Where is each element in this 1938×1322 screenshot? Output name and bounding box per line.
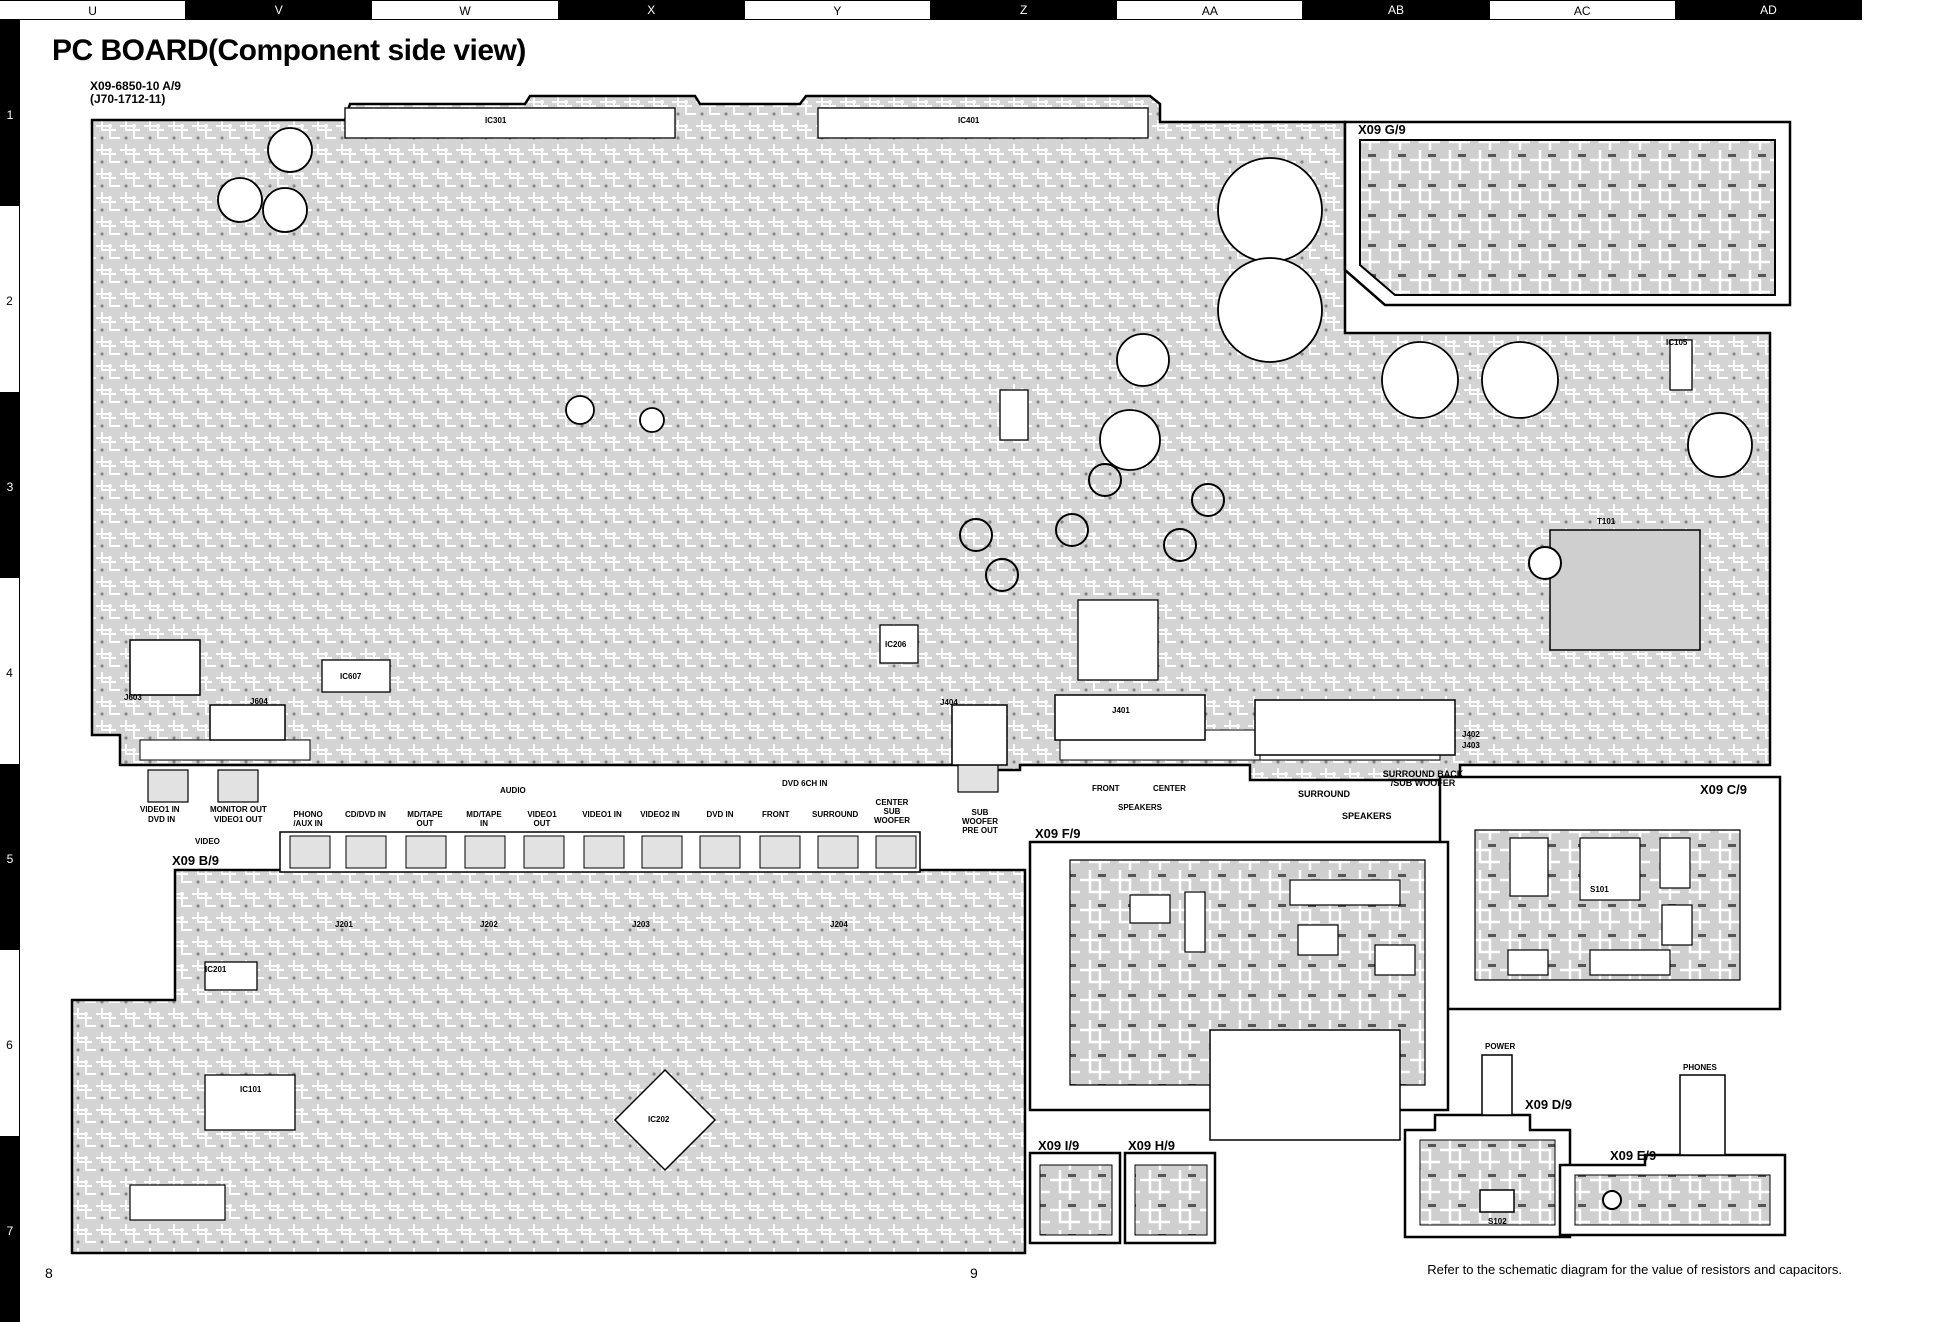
ic202-label: IC202 bbox=[648, 1115, 670, 1124]
grid-col: Y bbox=[744, 0, 932, 20]
grid-row: 1 bbox=[0, 20, 20, 206]
label-cd-dvd-in: CD/DVD IN bbox=[345, 810, 386, 819]
grid-col: V bbox=[186, 0, 373, 20]
board-label-g9: X09 G/9 bbox=[1358, 122, 1406, 137]
board-label-c9: X09 C/9 bbox=[1700, 782, 1747, 797]
label-video1-out: VIDEO1 OUT bbox=[214, 815, 263, 824]
board-label-d9: X09 D/9 bbox=[1525, 1097, 1572, 1112]
j402-label: J402 bbox=[1462, 730, 1480, 739]
ic607-label: IC607 bbox=[340, 672, 362, 681]
t101-label: T101 bbox=[1597, 517, 1616, 526]
label-phones: PHONES bbox=[1683, 1063, 1717, 1072]
ic206-label: IC206 bbox=[885, 640, 907, 649]
grid-col: Z bbox=[931, 0, 1118, 20]
label-video2-in: VIDEO2 IN bbox=[640, 810, 680, 819]
label-speakers-surround: SPEAKERS bbox=[1342, 811, 1392, 821]
label-front: FRONT bbox=[762, 810, 790, 819]
grid-row: 3 bbox=[0, 392, 20, 578]
j603-label: J603 bbox=[124, 693, 142, 702]
j401-label: J401 bbox=[1112, 706, 1130, 715]
board-label-f9: X09 F/9 bbox=[1035, 826, 1081, 841]
j202-label: J202 bbox=[480, 920, 498, 929]
ic105-label: IC105 bbox=[1666, 338, 1688, 347]
board-id-main: X09-6850-10 A/9 bbox=[90, 79, 181, 93]
label-phono-aux-in: PHONO /AUX IN bbox=[293, 810, 323, 828]
label-video1-out-audio: VIDEO1 OUT bbox=[527, 810, 557, 828]
s101-label: S101 bbox=[1590, 885, 1609, 894]
board-label-h9: X09 H/9 bbox=[1128, 1138, 1175, 1153]
grid-col: X bbox=[558, 0, 745, 20]
grid-column-header: U V W X Y Z AA AB AC AD bbox=[0, 0, 1863, 20]
page-number-left: 8 bbox=[45, 1265, 53, 1281]
page-number-right: 9 bbox=[970, 1265, 978, 1281]
grid-col: AC bbox=[1489, 0, 1676, 20]
board-label-e9: X09 E/9 bbox=[1610, 1148, 1657, 1163]
grid-col: W bbox=[372, 0, 559, 20]
label-front-speaker: FRONT bbox=[1092, 784, 1120, 793]
j204-label: J204 bbox=[830, 920, 848, 929]
ic301-label: IC301 bbox=[485, 116, 507, 125]
j201-label: J201 bbox=[335, 920, 353, 929]
s102-label: S102 bbox=[1488, 1217, 1507, 1226]
label-md-tape-out: MD/TAPE OUT bbox=[407, 810, 443, 828]
label-video1-in-audio: VIDEO1 IN bbox=[582, 810, 622, 819]
board-label-b9: X09 B/9 bbox=[172, 853, 219, 868]
label-sub-woofer-pre-out: SUB WOOFER PRE OUT bbox=[962, 808, 998, 835]
label-center-sub-woofer: CENTER SUB WOOFER bbox=[874, 798, 910, 825]
label-dvd-in: DVD IN bbox=[148, 815, 176, 824]
label-monitor-out: MONITOR OUT bbox=[210, 805, 267, 814]
ic201-label: IC201 bbox=[205, 965, 227, 974]
grid-row: 6 bbox=[0, 950, 20, 1136]
label-power: POWER bbox=[1485, 1042, 1516, 1051]
grid-col: AA bbox=[1117, 0, 1304, 20]
label-dvd-in-audio: DVD IN bbox=[706, 810, 734, 819]
label-surround-back: SURROUND BACK /SUB WOOFER bbox=[1382, 769, 1464, 788]
grid-row-header: 1 2 3 4 5 6 7 bbox=[0, 20, 20, 1322]
grid-row: 5 bbox=[0, 764, 20, 950]
label-surround: SURROUND bbox=[812, 810, 859, 819]
grid-row: 4 bbox=[0, 578, 20, 764]
j203-label: J203 bbox=[632, 920, 650, 929]
label-audio-group: AUDIO bbox=[500, 786, 526, 795]
label-center-speaker: CENTER bbox=[1153, 784, 1186, 793]
label-dvd-6ch-in: DVD 6CH IN bbox=[782, 779, 828, 788]
j403-label: J403 bbox=[1462, 741, 1480, 750]
label-md-tape-in: MD/TAPE IN bbox=[466, 810, 502, 828]
grid-row: 2 bbox=[0, 206, 20, 392]
board-label-i9: X09 I/9 bbox=[1038, 1138, 1080, 1153]
label-speakers-front: SPEAKERS bbox=[1118, 803, 1163, 812]
grid-col: U bbox=[0, 0, 187, 20]
grid-col: AD bbox=[1675, 0, 1863, 20]
page-title: PC BOARD(Component side view) bbox=[52, 34, 526, 67]
footnote: Refer to the schematic diagram for the v… bbox=[1427, 1262, 1842, 1277]
j404-label: J404 bbox=[940, 698, 958, 707]
j604-label: J604 bbox=[250, 697, 268, 706]
board-id-sub: (J70-1712-11) bbox=[90, 92, 166, 106]
grid-row: 7 bbox=[0, 1136, 20, 1322]
ic101-label: IC101 bbox=[240, 1085, 262, 1094]
label-video1-in: VIDEO1 IN bbox=[140, 805, 180, 814]
label-surround-speaker: SURROUND bbox=[1298, 789, 1351, 799]
board-id: X09-6850-10 A/9 (J70-1712-11) bbox=[90, 80, 181, 106]
grid-col: AB bbox=[1303, 0, 1490, 20]
label-video-group: VIDEO bbox=[195, 837, 220, 846]
ic401-label: IC401 bbox=[958, 116, 980, 125]
